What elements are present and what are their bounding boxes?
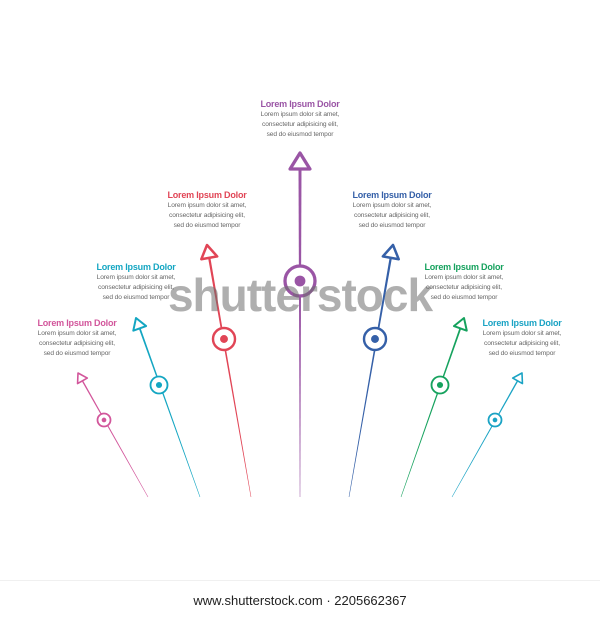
item-description-line: sed do eiusmod tempor (266, 131, 334, 138)
arrow-shaft (207, 256, 252, 498)
item-description-line: Lorem ipsum dolor sit amet, (167, 202, 247, 209)
arrow-shaft (138, 327, 201, 498)
item-description-line: Lorem ipsum dolor sit amet, (37, 330, 117, 337)
arrowhead-icon (288, 151, 312, 171)
item-title: Lorem Ipsum Dolor (167, 190, 247, 200)
item-title: Lorem Ipsum Dolor (37, 318, 117, 328)
item-description-line: consectetur adipisicing elit, (354, 212, 430, 219)
item-description-line: consectetur adipisicing elit, (169, 212, 245, 219)
arrow-shaft (400, 327, 462, 498)
arrow-shaft (348, 256, 393, 498)
node-dot-icon (436, 381, 444, 389)
arrow-pink (76, 372, 149, 498)
arrowhead-icon (132, 317, 148, 332)
item-description-line: Lorem ipsum dolor sit amet, (260, 111, 340, 118)
item-description-line: consectetur adipisicing elit, (484, 340, 560, 347)
arrowhead-icon (200, 243, 219, 261)
arrow-teal (132, 317, 201, 498)
arrow-shaft (298, 168, 302, 497)
arrow-green (400, 317, 468, 498)
node-dot-icon (101, 417, 107, 423)
arrowhead-icon (511, 372, 524, 385)
item-description-line: sed do eiusmod tempor (430, 294, 498, 301)
arrowhead-icon (381, 243, 400, 261)
node-dot-icon (220, 335, 228, 343)
item-title: Lorem Ipsum Dolor (96, 262, 176, 272)
item-title: Lorem Ipsum Dolor (424, 262, 504, 272)
item-description-line: Lorem ipsum dolor sit amet, (424, 274, 504, 281)
item-description-line: Lorem ipsum dolor sit amet, (96, 274, 176, 281)
item-description-line: sed do eiusmod tempor (488, 350, 556, 357)
arrowhead-icon (76, 372, 89, 385)
node-dot-icon (155, 381, 163, 389)
arrow-shaft (81, 380, 149, 498)
item-title: Lorem Ipsum Dolor (482, 318, 562, 328)
arrows-svg (76, 151, 524, 498)
arrowhead-icon (452, 317, 468, 332)
arrow-cyan (451, 372, 524, 498)
item-description-line: sed do eiusmod tempor (102, 294, 170, 301)
item-description-line: sed do eiusmod tempor (173, 222, 241, 229)
item-description-line: sed do eiusmod tempor (43, 350, 111, 357)
item-description-line: consectetur adipisicing elit, (262, 121, 338, 128)
item-description-line: sed do eiusmod tempor (358, 222, 426, 229)
item-description-line: Lorem ipsum dolor sit amet, (352, 202, 432, 209)
item-description-line: consectetur adipisicing elit, (39, 340, 115, 347)
item-title: Lorem Ipsum Dolor (352, 190, 432, 200)
node-dot-icon (294, 275, 306, 287)
arrow-red (200, 243, 252, 498)
item-description-line: Lorem ipsum dolor sit amet, (482, 330, 562, 337)
item-title: Lorem Ipsum Dolor (260, 99, 340, 109)
arrow-shaft (451, 380, 519, 498)
node-dot-icon (371, 335, 379, 343)
item-description-line: consectetur adipisicing elit, (426, 284, 502, 291)
footer-credit: www.shutterstock.com · 2205662367 (0, 580, 600, 621)
arrow-purple (283, 151, 317, 497)
arrow-blue (348, 243, 400, 498)
item-description-line: consectetur adipisicing elit, (98, 284, 174, 291)
node-dot-icon (492, 417, 498, 423)
